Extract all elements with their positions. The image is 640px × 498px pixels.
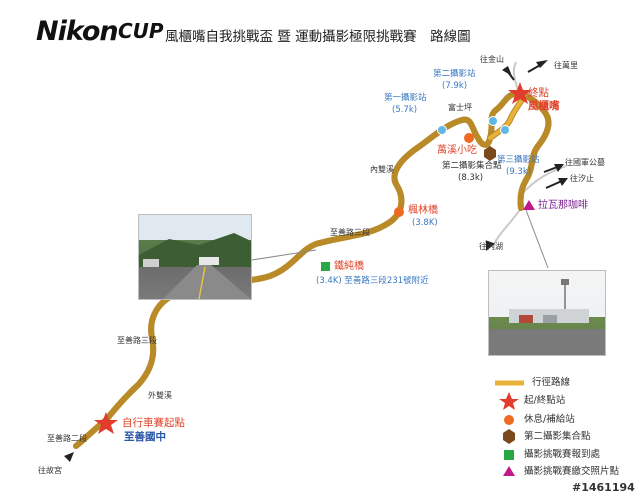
neishuangxi-label: 內雙溪	[370, 165, 394, 174]
rest-wanxi-label: 萬溪小吃	[437, 145, 477, 156]
legend-star-icon	[499, 392, 519, 410]
zhishan3-left-label: 至善路三段	[117, 336, 157, 345]
legend-rest-label: 休息/補給站	[524, 414, 575, 425]
gather2-label: 第二攝影集合點	[442, 161, 502, 171]
legend-deliver-label: 攝影挑戰賽繳交照片點	[524, 466, 620, 477]
end-name-label: 終點	[528, 87, 549, 99]
photo-station-1-marker	[437, 125, 447, 135]
legend-checkin-label: 攝影挑戰賽報到處	[524, 449, 601, 460]
legend-gather-icon	[503, 429, 515, 444]
photo2-km: (7.9k)	[442, 81, 468, 91]
photo-cafe-scene	[488, 270, 606, 356]
start-place-label: 至善國中	[124, 431, 166, 443]
photo1-km: (5.7k)	[392, 105, 418, 115]
photo-station-2-marker	[488, 116, 498, 126]
fushi-label: 富士坪	[448, 103, 472, 112]
gather2-marker	[484, 146, 496, 161]
arrow-icon	[64, 60, 568, 462]
legend-rest-icon	[504, 415, 514, 425]
watermark: #1461194	[572, 481, 635, 494]
legend-route-label: 行徑路線	[532, 377, 571, 388]
to-neihu-label: 往內湖	[479, 242, 503, 251]
checkin-km: (3.4K) 至善路三段231號附近	[316, 276, 429, 286]
photo1-label: 第一攝影站	[384, 93, 427, 103]
to-wanli-label: 往萬里	[554, 61, 578, 70]
cup-logo: CUP	[118, 19, 164, 43]
legend-gather-label: 第二攝影集合點	[524, 431, 591, 442]
photo2-label: 第二攝影站	[433, 69, 476, 79]
rest-fenglin-marker	[394, 207, 404, 217]
waishuangxi-label: 外雙溪	[148, 391, 172, 400]
photo3-label: 第三攝影站	[497, 155, 540, 165]
legend-deliver-icon	[503, 466, 515, 476]
checkin-marker	[321, 262, 330, 271]
deliver-label: 拉瓦那咖啡	[538, 200, 588, 211]
start-star-icon	[94, 412, 118, 434]
rest-wanxi-marker	[464, 133, 474, 143]
legend-checkin-icon	[504, 450, 514, 460]
photo3-km: (9.3k)	[506, 167, 532, 177]
deliver-marker	[523, 200, 535, 210]
gather2-km: (8.3k)	[458, 173, 484, 183]
rest-fenglin-label: 楓林橋	[408, 205, 438, 216]
end-star-icon	[508, 82, 532, 104]
checkin-label: 鐵純橋	[334, 261, 364, 272]
zhishan3-top-label: 至善路三段	[330, 228, 370, 237]
start-name-label: 自行車賽起點	[122, 417, 185, 429]
end-place-label: 風櫃嘴	[528, 100, 560, 112]
side-road-jinshan	[512, 61, 519, 91]
to-xizhi-label: 往汐止	[570, 174, 594, 183]
to-gugong-label: 往故宮	[38, 466, 62, 475]
map-title: 風櫃嘴自我挑戰盃 暨 運動攝影極限挑戰賽 路線圖	[165, 29, 471, 45]
photo2-callout	[525, 209, 549, 269]
nikon-logo: Nikon	[36, 16, 119, 47]
photo1-callout	[251, 249, 317, 261]
to-jinshan-label: 往金山	[480, 55, 504, 64]
photo-station-3-marker	[500, 125, 510, 135]
rest-fenglin-km: (3.8K)	[412, 218, 438, 228]
photo-road-scene	[138, 214, 252, 300]
legend-start-end-label: 起/終點站	[524, 395, 566, 406]
to-guoqing-label: 往國軍公墓	[565, 158, 605, 167]
zhishan2-label: 至善路二段	[47, 434, 87, 443]
side-road-neihu	[493, 207, 522, 245]
